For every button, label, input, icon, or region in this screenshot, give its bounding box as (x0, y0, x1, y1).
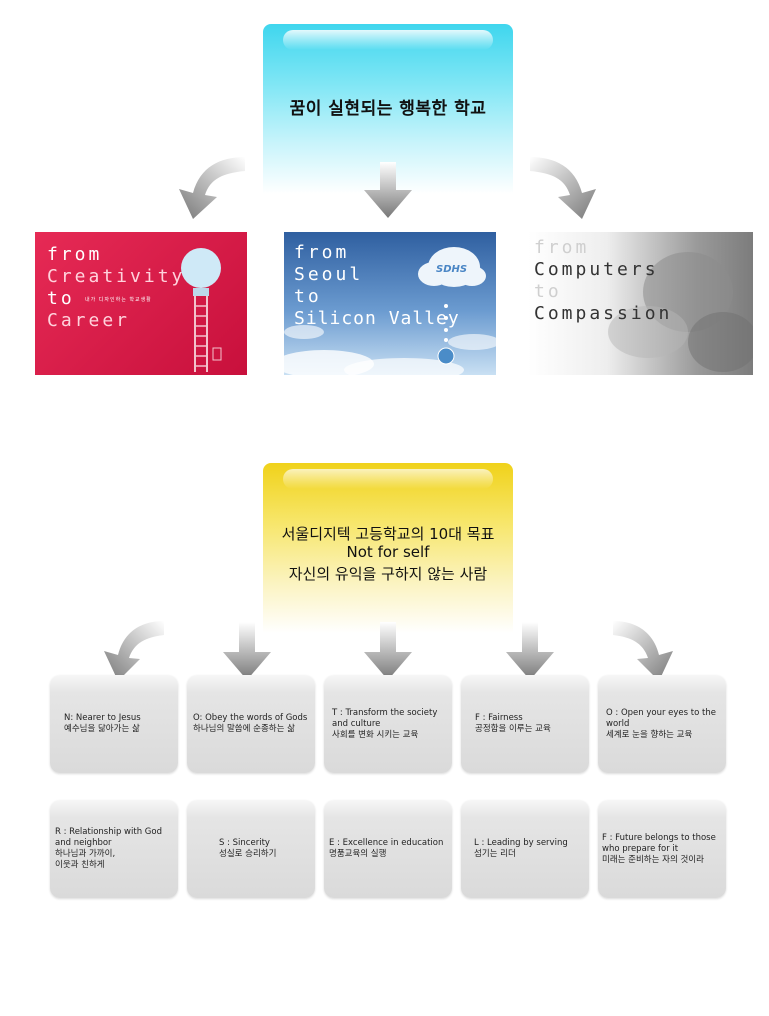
goal-card-korean: 하나님과 가까이, 이웃과 친하게 (55, 849, 116, 870)
goal-card-korean: 성실로 승리하기 (219, 849, 277, 859)
goal-card-english: O: Obey the words of Gods (193, 713, 308, 723)
goal-card-korean: 사회를 변화 시키는 교육 (332, 729, 419, 740)
panel-2-line-2: Seoul (294, 264, 364, 285)
goal-card-korean: 세계로 눈을 향하는 교육 (606, 729, 693, 740)
goal-card-korean: 명품교육의 실행 (329, 849, 387, 859)
panel-3-text: from Computers to Compassion (534, 237, 672, 325)
goal-card-excellence: E : Excellence in education 명품교육의 실행 (324, 800, 452, 898)
goal-card-korean: 미래는 준비하는 자의 것이라 (602, 854, 704, 865)
arrow-down-icon (506, 622, 554, 680)
ten-goals-title: 서울디지텍 고등학교의 10대 목표 (281, 525, 495, 543)
box-highlight (283, 469, 493, 489)
panel-2-line-1: from (294, 242, 350, 263)
panel-2-line-4: Silicon Valley (294, 308, 460, 329)
goal-card-korean: 섬기는 리더 (474, 849, 516, 859)
goal-card-korean: 공정함을 이루는 교육 (475, 724, 551, 734)
ten-goals-box: 서울디지텍 고등학교의 10대 목표 Not for self 자신의 유익을 … (263, 463, 513, 633)
goal-card-future: F : Future belongs to those who prepare … (598, 800, 726, 898)
goal-card-english: F : Fairness (475, 713, 523, 723)
panel-3-line-1: from (534, 237, 590, 258)
goal-card-english: N: Nearer to Jesus (64, 713, 141, 723)
goal-card-korean: 예수님을 닮아가는 삶 (64, 724, 140, 734)
goal-card-english: S : Sincerity (219, 838, 270, 848)
panel-1-line-1: from (47, 244, 103, 265)
arrow-left-icon (104, 621, 164, 681)
panel-1-line-2: Creativity (47, 266, 186, 287)
arrow-down-icon (223, 622, 271, 680)
school-vision-title: 꿈이 실현되는 행복한 학교 (289, 99, 487, 119)
panel-1-text: from Creativity to Career (47, 244, 185, 332)
goal-card-english: O : Open your eyes to the world (606, 707, 716, 729)
panel-3-line-3: to (534, 281, 562, 302)
panel-2-text: from Seoul to Silicon Valley (294, 242, 460, 330)
arrow-right-icon (530, 157, 596, 219)
goal-card-english: T : Transform the society and culture (332, 707, 438, 729)
goal-card-obey: O: Obey the words of Gods 하나님의 말씀에 순종하는 … (187, 675, 315, 773)
goal-card-fairness: F : Fairness 공정함을 이루는 교육 (461, 675, 589, 773)
ten-goals-motto: Not for self (346, 543, 430, 561)
goal-card-english: E : Excellence in education (329, 838, 444, 848)
panel-3-line-2: Computers (534, 259, 659, 280)
lightbulb-ladder-icon (181, 248, 222, 372)
goal-card-english: L : Leading by serving (474, 838, 568, 848)
panel-2-line-3: to (294, 286, 322, 307)
goal-card-english: R : Relationship with God and neighbor (55, 827, 162, 848)
creativity-career-panel: from Creativity to Career 내가 디자인하는 학교생활 (35, 232, 247, 375)
arrow-left-icon (179, 157, 245, 219)
arrow-right-icon (613, 621, 673, 681)
goal-card-open-eyes: O : Open your eyes to the world 세계로 눈을 향… (598, 675, 726, 773)
goal-card-relationship: R : Relationship with God and neighbor 하… (50, 800, 178, 898)
panel-1-line-3: to (47, 288, 75, 309)
hands-photo-icon (608, 252, 753, 372)
panel-1-line-4: Career (47, 310, 131, 331)
panel-3-line-4: Compassion (534, 303, 673, 324)
panel-1-subtitle: 내가 디자인하는 학교생활 (85, 297, 152, 303)
goal-card-korean: 하나님의 말씀에 순종하는 삶 (193, 724, 295, 734)
goal-card-transform: T : Transform the society and culture 사회… (324, 675, 452, 773)
seoul-silicon-valley-panel: SDHS from Seoul to Silicon Valley (284, 232, 496, 375)
goal-card-sincerity: S : Sincerity 성실로 승리하기 (187, 800, 315, 898)
arrow-down-icon (364, 162, 412, 218)
goal-card-nearer-to-jesus: N: Nearer to Jesus 예수님을 닮아가는 삶 (50, 675, 178, 773)
computers-compassion-panel: from Computers to Compassion (528, 232, 753, 375)
sky-clouds-icon (284, 247, 496, 375)
goal-card-english: F : Future belongs to those who prepare … (602, 832, 716, 854)
box-highlight (283, 30, 493, 50)
sdhs-badge: SDHS (436, 264, 468, 275)
goal-card-leading: L : Leading by serving 섬기는 리더 (461, 800, 589, 898)
arrow-down-icon (364, 622, 412, 680)
ten-goals-motto-ko: 자신의 유익을 구하지 않는 사람 (288, 565, 488, 583)
